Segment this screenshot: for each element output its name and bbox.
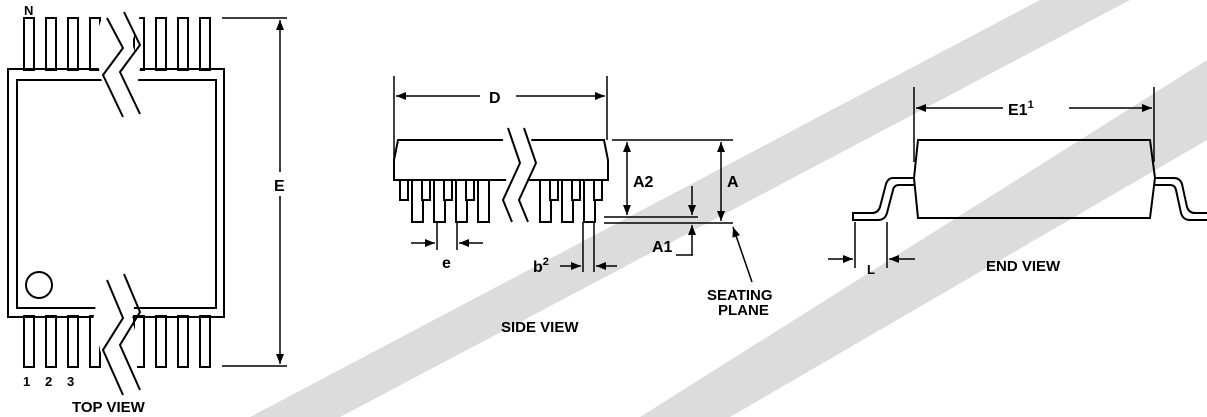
- dim-b-label: b2: [533, 256, 549, 276]
- bottom-break-line: [118, 273, 142, 391]
- e-label-gap: [270, 172, 290, 196]
- pin-1-label: 1: [23, 374, 30, 389]
- end-view-caption: END VIEW: [986, 258, 1061, 275]
- top-break-line: [101, 17, 125, 118]
- side-lead-back: [399, 179, 409, 201]
- bottom-pin: [199, 315, 211, 368]
- bottom-pin: [155, 315, 167, 368]
- pin-3-label: 3: [67, 374, 74, 389]
- end-view: E11 L END VIEW: [828, 87, 1207, 277]
- bottom-pin: [45, 315, 57, 368]
- top-pin: [45, 17, 57, 71]
- dim-a2-label: A2: [633, 174, 654, 191]
- side-lead: [477, 179, 490, 223]
- watermark-stripe: [640, 60, 1207, 417]
- side-view-caption: SIDE VIEW: [501, 319, 579, 336]
- dim-d-label: D: [489, 90, 501, 107]
- dim-e-label: E: [274, 178, 285, 195]
- bottom-pin: [23, 315, 35, 368]
- side-break-mask: [500, 125, 535, 230]
- dim-e1-label: E11: [1008, 99, 1034, 119]
- top-pin: [155, 17, 167, 71]
- top-break-line: [118, 11, 142, 115]
- top-pin: [177, 17, 189, 71]
- e1-label-gap: [1003, 94, 1069, 120]
- dim-e1-text: E1: [1008, 102, 1028, 119]
- end-view-lead-right: [1155, 177, 1207, 221]
- side-lead-back: [421, 179, 431, 201]
- top-pin: [67, 17, 79, 71]
- pin1-marker: [25, 271, 53, 299]
- dim-b-note: 2: [543, 256, 549, 268]
- side-lead-back: [549, 179, 559, 201]
- side-lead-row: [399, 179, 603, 223]
- side-lead-back: [443, 179, 453, 201]
- top-pin: [199, 17, 211, 71]
- bottom-pin: [67, 315, 79, 368]
- pin-2-label: 2: [45, 374, 52, 389]
- top-pin: [23, 17, 35, 71]
- top-view: E N 1 2 3 TOP VIEW: [7, 3, 290, 416]
- side-lead-back: [571, 179, 581, 201]
- dim-e1-note: 1: [1028, 99, 1034, 111]
- dim-a1-label: A1: [652, 239, 673, 256]
- side-view-body: [393, 139, 609, 181]
- end-view-lead-left: [852, 177, 914, 221]
- side-lead-back: [465, 179, 475, 201]
- bottom-break-line: [101, 279, 125, 396]
- bottom-break-mask: [93, 270, 140, 400]
- top-view-caption: TOP VIEW: [72, 399, 146, 416]
- dim-e-pitch-label: e: [442, 255, 451, 272]
- side-view: D A2 A A1 e b2 S: [393, 76, 773, 336]
- bottom-pin: [177, 315, 189, 368]
- top-break-mask: [93, 15, 140, 120]
- pin-n-label: N: [24, 3, 33, 18]
- dim-b-text: b: [533, 259, 543, 276]
- seating-plane-label-1: SEATING: [707, 287, 773, 304]
- seating-plane-leader: [732, 226, 753, 283]
- watermark: [250, 0, 1207, 417]
- dim-a-label: A: [727, 174, 739, 191]
- side-break-line: [517, 127, 538, 223]
- d-label-gap: [480, 84, 516, 108]
- seating-plane-label-2: PLANE: [718, 302, 769, 319]
- side-lead-back: [593, 179, 603, 201]
- side-break-line: [501, 127, 522, 223]
- dim-l-label: L: [867, 262, 875, 277]
